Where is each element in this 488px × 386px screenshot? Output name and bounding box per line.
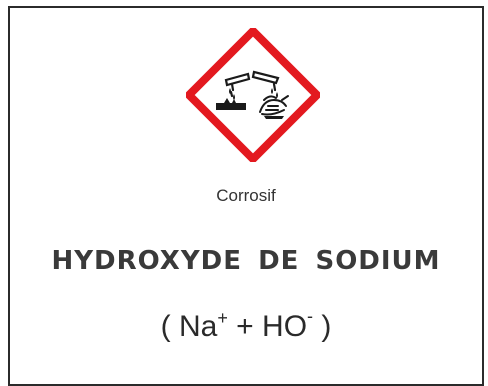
hazard-class-label: Corrosif [216,186,276,205]
formula-open-paren: ( [160,310,179,343]
hazard-label-card: Corrosif HYDROXYDE DE SODIUM ( Na+ + HO-… [8,6,484,386]
formula-cation-charge: + [217,308,228,328]
formula-anion-charge: - [307,306,314,326]
formula-cation: Na [178,310,218,343]
formula-close-paren: ) [313,310,332,343]
chemical-formula: ( Na+ + HO- ) [10,307,482,344]
corrosive-icon [186,28,320,162]
formula-anion: HO [262,310,308,343]
formula-plus: + [227,310,263,343]
substance-name: HYDROXYDE DE SODIUM [51,246,441,276]
